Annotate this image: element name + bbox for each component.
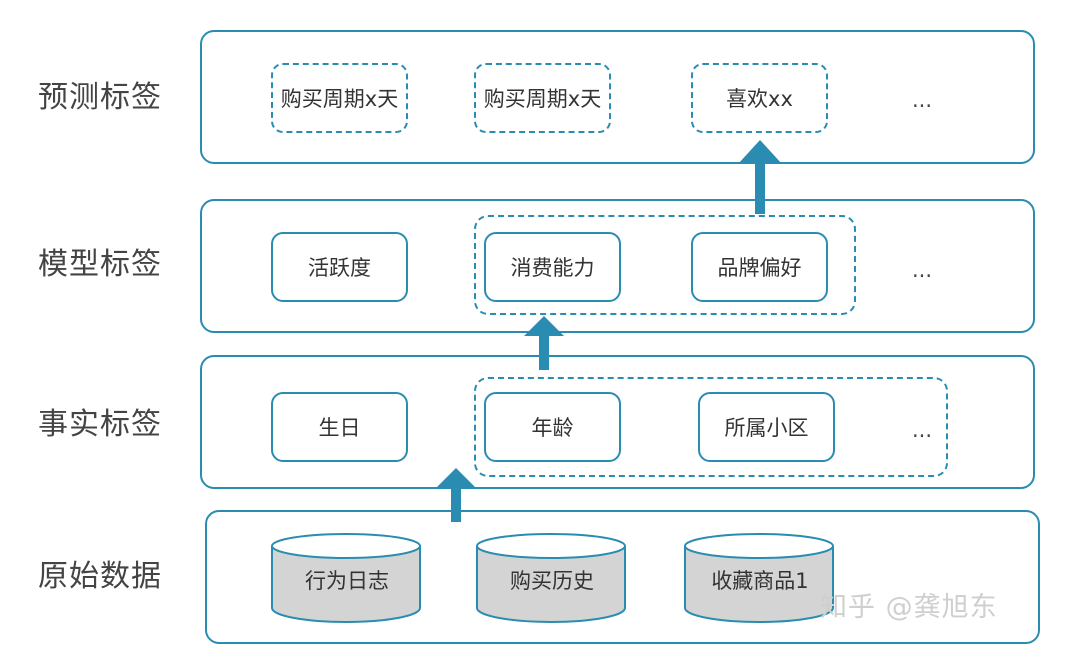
node-prediction-1: 购买周期x天 bbox=[271, 63, 408, 133]
node-fact-age: 年龄 bbox=[484, 392, 621, 462]
row-label-fact: 事实标签 bbox=[38, 407, 162, 442]
cylinder-favorites bbox=[684, 533, 834, 623]
group-fact bbox=[474, 377, 948, 477]
node-model-activity: 活跃度 bbox=[271, 232, 408, 302]
cylinder-purchase-history bbox=[476, 533, 626, 623]
cylinder-label-purchase-history: 购买历史 bbox=[510, 569, 594, 593]
ellipsis-fact: ... bbox=[912, 418, 933, 442]
cylinder-label-favorites: 收藏商品1 bbox=[711, 569, 809, 593]
row-label-prediction: 预测标签 bbox=[38, 80, 162, 115]
row-label-model: 模型标签 bbox=[38, 247, 162, 282]
ellipsis-model: ... bbox=[912, 258, 933, 282]
node-prediction-2: 购买周期x天 bbox=[474, 63, 611, 133]
node-prediction-3: 喜欢xx bbox=[691, 63, 828, 133]
node-fact-birthday: 生日 bbox=[271, 392, 408, 462]
arrow-model-to-prediction bbox=[738, 140, 782, 214]
cylinder-behavior-log bbox=[271, 533, 421, 623]
ellipsis-prediction: ... bbox=[912, 88, 933, 112]
cylinder-label-behavior-log: 行为日志 bbox=[305, 569, 389, 593]
node-model-spending: 消费能力 bbox=[484, 232, 621, 302]
node-model-brand: 品牌偏好 bbox=[691, 232, 828, 302]
row-label-raw: 原始数据 bbox=[38, 559, 162, 594]
arrow-fact-to-model bbox=[524, 316, 564, 370]
group-model bbox=[474, 215, 856, 315]
arrow-raw-to-fact bbox=[436, 468, 476, 522]
node-fact-community: 所属小区 bbox=[698, 392, 835, 462]
watermark: 知乎 @龚旭东 bbox=[820, 592, 998, 623]
